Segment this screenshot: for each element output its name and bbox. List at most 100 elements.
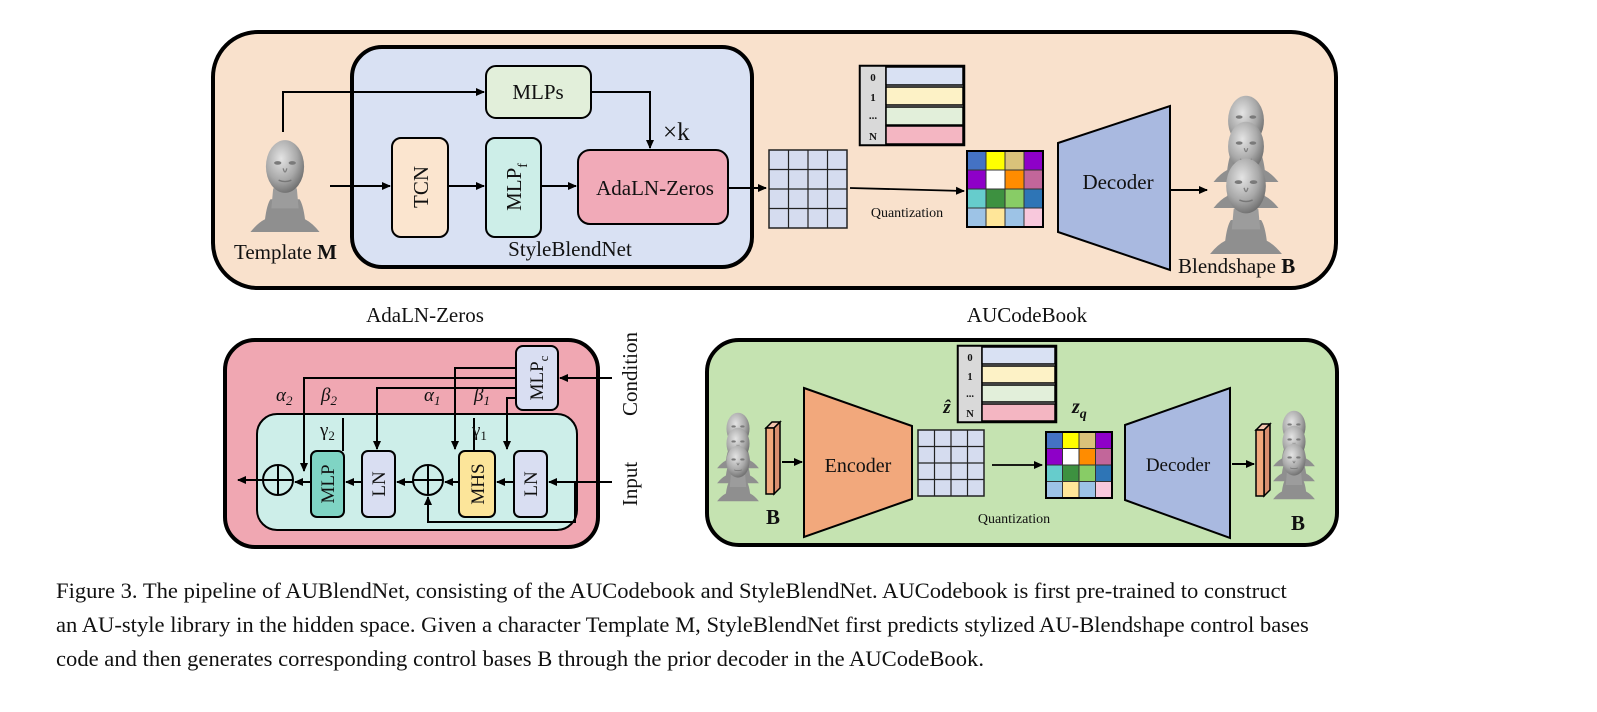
- beta1-label: β1: [473, 385, 490, 408]
- encoder-label: Encoder: [825, 455, 892, 477]
- modulation-lines: [300, 367, 516, 472]
- top-panel: Template M StyleBlendNet MLPs ×k TCN MLP…: [211, 30, 1338, 290]
- aucodebook-section-title: AUCodeBook: [967, 303, 1088, 327]
- adaln-zeros-label: AdaLN-Zeros: [596, 176, 714, 200]
- quantized-cell: [966, 169, 987, 190]
- input-b-label: B: [766, 505, 780, 529]
- output-bar: [1254, 422, 1272, 498]
- blendshape-label: Blendshape B: [1178, 254, 1295, 278]
- quantized-cell: [1078, 448, 1096, 466]
- quantized-cell: [1045, 481, 1063, 499]
- mlps-to-adaln-arrow: [591, 91, 654, 149]
- sum-node-1: [412, 464, 444, 496]
- adaln-section-title: AdaLN-Zeros: [366, 303, 484, 327]
- quantized-cell: [1095, 481, 1113, 499]
- quantized-cell: [1062, 431, 1080, 449]
- codebook-index: 1: [967, 372, 972, 383]
- quantized-cell: [1004, 207, 1025, 228]
- tcn-box: [391, 137, 449, 238]
- codebook-index: N: [966, 409, 974, 420]
- quantization-label: Quantization: [978, 512, 1050, 527]
- quantized-cell: [985, 188, 1006, 209]
- decoder-shape: [1057, 104, 1171, 272]
- input-label: Input: [618, 462, 642, 506]
- template-to-mlps-arrow: [282, 88, 485, 132]
- quantized-cell: [1004, 188, 1025, 209]
- gamma2-label: γ2: [319, 420, 335, 443]
- mlp-f-label: MLPf: [502, 163, 531, 211]
- codebook-index: N: [869, 131, 877, 143]
- quantization-label: Quantization: [871, 206, 943, 221]
- tcn-label: TCN: [409, 166, 433, 208]
- latent-grid: [917, 429, 985, 497]
- alpha2-label: α2: [276, 385, 293, 408]
- quantized-cell: [1078, 464, 1096, 482]
- quantized-cell: [1062, 481, 1080, 499]
- styleblendnet-label: StyleBlendNet: [508, 237, 632, 261]
- decoder-label: Decoder: [1146, 455, 1211, 476]
- quantized-cell: [1062, 448, 1080, 466]
- ln-block-1: [513, 450, 548, 518]
- figure-caption: Figure 3. The pipeline of AUBlendNet, co…: [56, 574, 1546, 676]
- quantized-cell: [1062, 464, 1080, 482]
- codebook-table: 0 1 ... N: [858, 64, 966, 147]
- codebook-index: ...: [869, 110, 878, 122]
- input-bar: [764, 420, 782, 496]
- caption-line: an AU-style library in the hidden space.…: [56, 612, 1309, 637]
- z-hat-label: ẑ: [942, 397, 951, 418]
- codebook-table: 0 1 ... N: [956, 344, 1058, 424]
- output-b-label: B: [1291, 511, 1305, 535]
- ln-block-2: [361, 450, 396, 518]
- quantized-cell: [985, 207, 1006, 228]
- quantized-cell: [1045, 464, 1063, 482]
- quantized-cell: [1078, 481, 1096, 499]
- mhs-block: [458, 450, 496, 518]
- codebook-index: 1: [870, 92, 876, 104]
- mlp-c-label: MLPc: [527, 355, 551, 400]
- quantized-cell: [1023, 188, 1044, 209]
- mlps-label: MLPs: [512, 80, 563, 104]
- quantized-cell: [1095, 448, 1113, 466]
- ln-block-2-label: LN: [369, 471, 390, 497]
- quantized-cell: [1023, 207, 1044, 228]
- quantized-cell: [1078, 431, 1096, 449]
- codebook-index: 0: [967, 353, 972, 364]
- quantized-cell: [966, 150, 987, 171]
- quantized-cell: [1045, 448, 1063, 466]
- quantized-grid: [966, 150, 1044, 228]
- mlp-block-label: MLP: [318, 464, 339, 503]
- quantized-cell: [966, 207, 987, 228]
- caption-line: Figure 3. The pipeline of AUBlendNet, co…: [56, 578, 1287, 603]
- feature-grid: [768, 149, 848, 229]
- aucodebook-panel: B Encoder ẑ 0 1 ... N zq: [705, 338, 1339, 547]
- mlp-block: [310, 450, 345, 518]
- times-k-label: ×k: [663, 119, 690, 146]
- quantized-cell: [1023, 169, 1044, 190]
- gamma1-label: γ1: [471, 420, 487, 443]
- adaln-panel: MLPc Condition Input α2 β2 α1 β1 γ2 γ1 M…: [223, 331, 642, 549]
- quantized-cell: [1004, 150, 1025, 171]
- quantized-cell: [1045, 431, 1063, 449]
- mhs-block-label: MHS: [468, 463, 489, 504]
- alpha1-label: α1: [424, 385, 440, 408]
- quantized-cell: [1004, 169, 1025, 190]
- quantized-cell: [1095, 464, 1113, 482]
- encoder-shape: [803, 386, 913, 539]
- codebook-index: ...: [966, 389, 974, 400]
- adaln-flow-arrows: [237, 476, 612, 523]
- quantized-cell: [1095, 431, 1113, 449]
- quantized-cell: [985, 169, 1006, 190]
- quantized-cell: [1023, 150, 1044, 171]
- mlp-f-box: [485, 137, 542, 238]
- ln-block-1-label: LN: [521, 471, 542, 497]
- decoder-shape: [1124, 386, 1231, 540]
- quantized-grid-border: [1045, 431, 1113, 499]
- quantized-grid-border: [966, 150, 1044, 228]
- pipeline-diagram: Template M StyleBlendNet MLPs ×k TCN MLP…: [211, 30, 1339, 549]
- template-label: Template M: [234, 240, 337, 264]
- z-q-label: zq: [1071, 396, 1087, 422]
- quantized-grid: [1045, 431, 1113, 499]
- codebook-index: 0: [870, 72, 876, 84]
- beta2-label: β2: [320, 385, 337, 408]
- sum-node-2: [262, 464, 294, 496]
